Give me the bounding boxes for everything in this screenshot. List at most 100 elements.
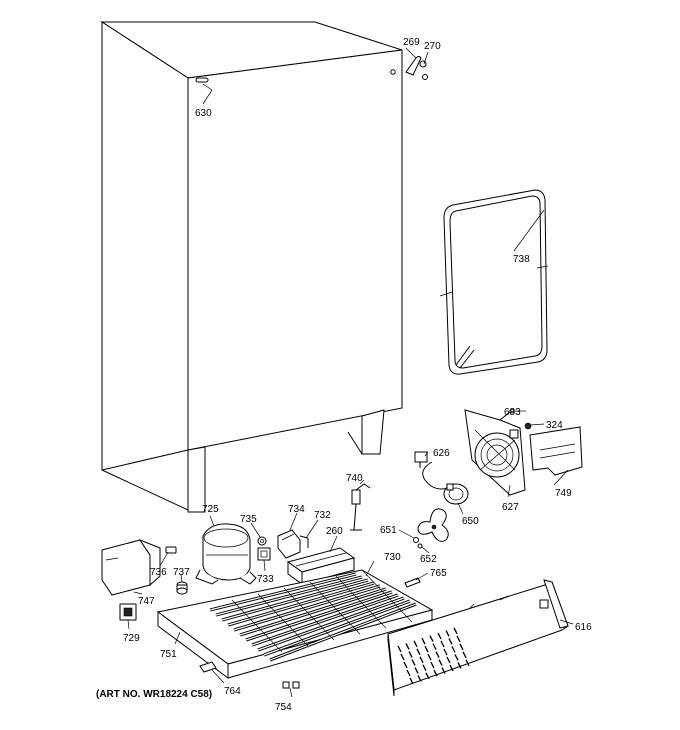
grille-slot <box>462 651 467 659</box>
label-683: 683 <box>504 407 521 418</box>
leader-lines <box>127 47 574 698</box>
part-764 <box>199 661 217 673</box>
grille-slot <box>416 648 421 656</box>
label-730: 730 <box>384 552 401 563</box>
label-269: 269 <box>403 37 420 48</box>
grille-slot <box>441 667 446 674</box>
part-324 <box>524 422 532 430</box>
label-740: 740 <box>346 473 363 484</box>
label-651: 651 <box>380 525 397 536</box>
part-736 <box>165 546 177 554</box>
relay-733 <box>257 547 271 561</box>
label-733: 733 <box>257 574 274 585</box>
label-650: 650 <box>462 516 479 527</box>
part-754 <box>282 681 300 689</box>
label-725: 725 <box>202 504 219 515</box>
label-260: 260 <box>326 526 343 537</box>
grille-slot <box>408 651 413 658</box>
grille-616 <box>387 579 569 697</box>
label-729: 729 <box>123 633 140 644</box>
coil-tube-highlight <box>257 597 405 651</box>
fan-blade-651 <box>417 508 449 542</box>
grille-slot <box>419 656 424 664</box>
label-751: 751 <box>160 649 177 660</box>
grille-slot <box>427 653 432 661</box>
condenser-coil-730 <box>209 569 417 662</box>
grille-slot <box>456 635 461 643</box>
grille-slot <box>454 654 459 661</box>
label-737: 737 <box>173 567 190 578</box>
grille-slot <box>448 638 453 645</box>
coil-wire <box>335 575 387 629</box>
coil-tube-highlight <box>269 603 417 661</box>
coil-tube-highlight <box>221 579 369 621</box>
grille-slot <box>417 675 422 682</box>
grille-slot <box>433 669 438 677</box>
part-labels: 269 270 630 738 683 324 626 740 749 627 … <box>123 37 592 713</box>
harness-626 <box>414 451 449 490</box>
label-749: 749 <box>555 488 572 499</box>
grille-slot <box>432 643 437 650</box>
grille-slot <box>411 659 416 666</box>
grille-slot <box>421 637 426 645</box>
coil-wire <box>309 581 361 635</box>
fan-motor-650 <box>443 483 469 505</box>
coil-tube-highlight <box>233 585 381 631</box>
fan-bracket-627 <box>464 409 526 496</box>
coil-wire <box>283 587 335 641</box>
sensor-740 <box>350 483 371 531</box>
label-270: 270 <box>424 41 441 52</box>
grille-slot <box>437 632 442 640</box>
label-652: 652 <box>420 554 437 565</box>
coil-tube-highlight <box>263 600 411 656</box>
part-729 <box>119 603 137 621</box>
coil-wire <box>257 593 309 647</box>
grille-slot <box>443 648 448 656</box>
coil-tube-highlight <box>245 591 393 641</box>
label-630: 630 <box>195 108 212 119</box>
coil-tube-highlight <box>251 594 399 646</box>
coil-wire <box>361 569 413 623</box>
label-734: 734 <box>288 504 305 515</box>
label-626: 626 <box>433 448 450 459</box>
part-735 <box>257 536 267 546</box>
label-627: 627 <box>502 502 519 513</box>
part-652 <box>413 537 423 549</box>
grille-slot <box>449 664 454 672</box>
clip-732 <box>299 535 309 548</box>
coil-wire <box>231 599 283 653</box>
label-616: 616 <box>575 622 592 633</box>
grille-slot <box>457 662 462 669</box>
grille-slot <box>422 664 427 672</box>
grille-slot <box>446 656 451 664</box>
label-738: 738 <box>513 254 530 265</box>
grille-slot <box>414 667 419 674</box>
label-736: 736 <box>150 567 167 578</box>
grille-slot <box>406 669 411 677</box>
grille-slot <box>425 672 430 680</box>
compressor-725 <box>195 523 257 585</box>
label-765: 765 <box>430 568 447 579</box>
coil-tube-highlight <box>209 573 357 611</box>
coil-tube-highlight <box>239 588 387 636</box>
grille-slot <box>465 659 470 667</box>
bracket-747 <box>101 538 161 596</box>
grille-slot <box>405 643 410 650</box>
grille-slot <box>453 627 458 635</box>
grommet-737 <box>176 581 188 595</box>
label-732: 732 <box>314 510 331 521</box>
label-764: 764 <box>224 686 241 697</box>
grille-slot <box>429 635 434 642</box>
grille-slot <box>459 643 464 651</box>
label-747: 747 <box>138 596 155 607</box>
part-269-270 <box>405 56 428 80</box>
grille-slot <box>413 640 418 648</box>
label-735: 735 <box>240 514 257 525</box>
grille-slot <box>430 661 435 669</box>
grille-slot <box>403 661 408 669</box>
grille-slot <box>400 653 405 661</box>
capacitor-734 <box>277 529 301 559</box>
grille-slot <box>435 651 440 658</box>
